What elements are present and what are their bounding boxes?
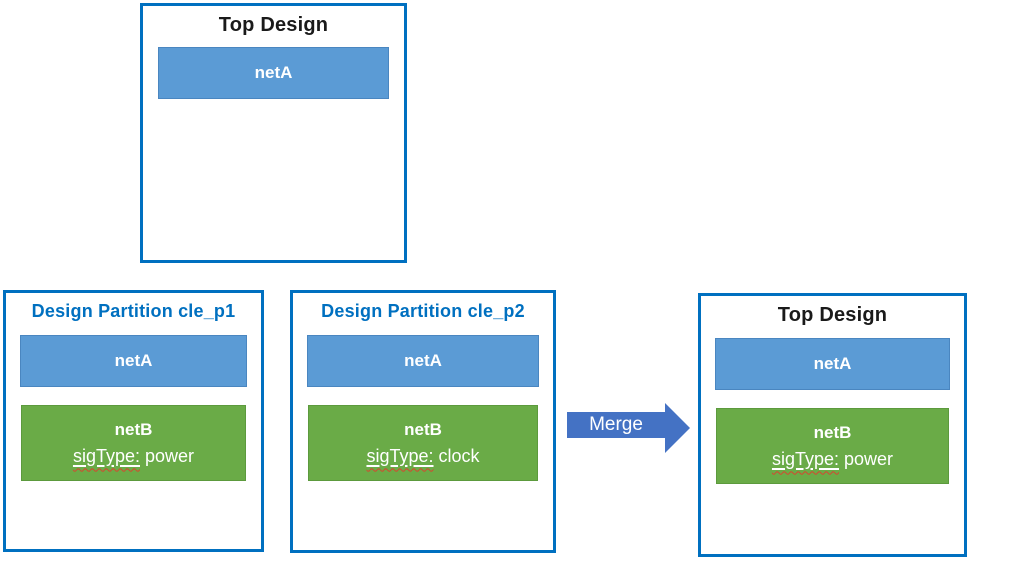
sigtype-line: sigType: power [772, 449, 893, 470]
sigtype-value: clock [433, 445, 480, 466]
netA-bar: netA [307, 335, 539, 387]
merge-arrow-shape [567, 403, 690, 453]
netA-bar: netA [715, 338, 950, 390]
partition-cle-p1-title: Design Partition cle_p1 [31, 301, 236, 321]
netB-label: netB [114, 419, 153, 439]
netA-bar: netA [158, 47, 389, 99]
netB-bar: netB sigType: power [716, 408, 949, 484]
sigtype-line: sigType: clock [366, 446, 479, 467]
netB-label: netB [404, 419, 442, 439]
merge-arrow: Merge [567, 403, 690, 453]
top-design-source-title: Top Design [218, 14, 329, 36]
top-design-result-box: Top Design netA netB sigType: power [698, 293, 967, 557]
netA-label: netA [254, 63, 293, 82]
netB-bar: netB sigType: clock [308, 405, 538, 481]
merge-label: Merge [589, 414, 643, 435]
top-design-source-box: Top Design netA [140, 3, 407, 263]
merge-label-wrap: Merge [567, 412, 665, 438]
top-design-result-title: Top Design [777, 304, 888, 326]
partition-cle-p2-box: Design Partition cle_p2 netA netB sigTyp… [290, 290, 556, 553]
netA-bar: netA [20, 335, 247, 387]
netA-label: netA [114, 351, 153, 370]
sigtype-value: power [140, 445, 195, 466]
sigtype-line: sigType: power [73, 446, 194, 467]
partition-cle-p2-title: Design Partition cle_p2 [321, 301, 525, 321]
netB-bar: netB sigType: power [21, 405, 246, 481]
partition-cle-p1-box: Design Partition cle_p1 netA netB sigTyp… [3, 290, 264, 552]
sigtype-value: power [839, 448, 894, 469]
sigtype-key: sigType: [72, 445, 140, 466]
netA-label: netA [813, 354, 852, 373]
netA-label: netA [404, 351, 442, 370]
netB-label: netB [813, 422, 852, 442]
sigtype-key: sigType: [366, 445, 434, 466]
sigtype-key: sigType: [771, 448, 839, 469]
